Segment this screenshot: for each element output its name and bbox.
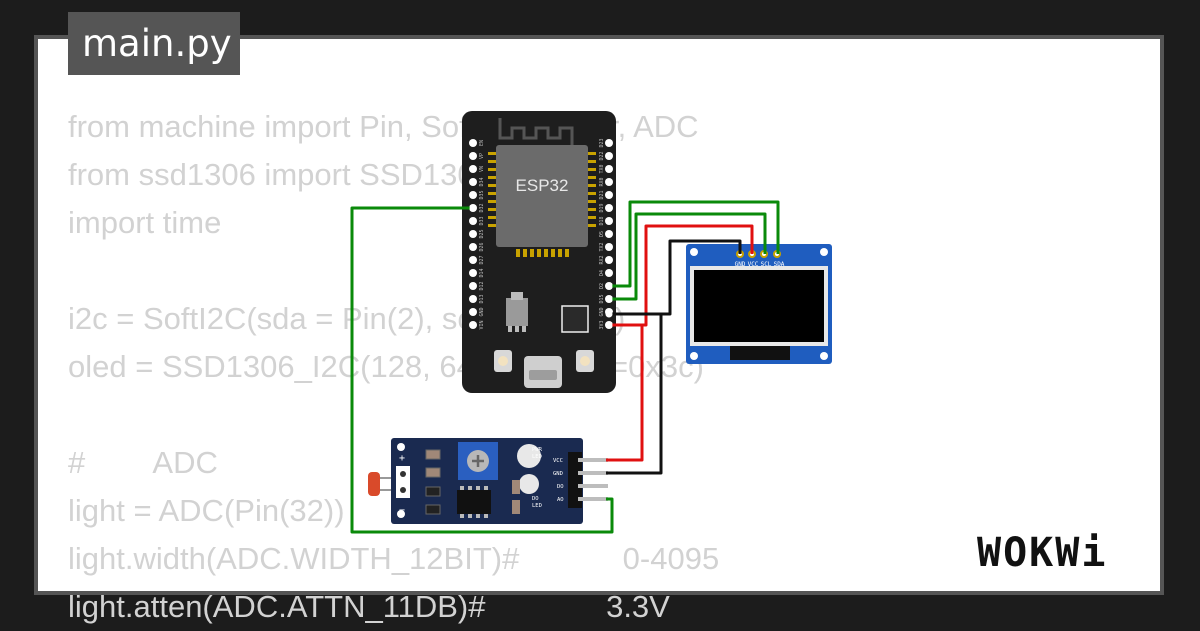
- esp32-pin-label: D4: [599, 270, 605, 276]
- esp32-pin-label: D33: [479, 216, 485, 225]
- wokwi-logo: WOKWi: [977, 530, 1107, 576]
- esp32-pin-label: D35: [479, 190, 485, 199]
- wire-3v3-vcc: [609, 224, 754, 327]
- pwr-led: [517, 444, 541, 468]
- esp32-pin-label: D19: [599, 203, 605, 212]
- esp32-pin-label: RX2: [599, 255, 605, 264]
- do-led-label-1: DO: [532, 496, 539, 502]
- esp32-pin-label: TX2: [599, 242, 605, 251]
- ldr-pin-ao: AO: [557, 497, 564, 503]
- esp32-pin-label: D12: [479, 281, 485, 290]
- esp32-pin-label: EN: [479, 140, 485, 146]
- oled-pin-vcc: VCC: [748, 261, 759, 268]
- wire-d15-scl: [609, 212, 767, 301]
- oled-pin-scl: SCL: [761, 261, 772, 268]
- esp32-pin-label: D26: [479, 242, 485, 251]
- esp32-pin-label: D23: [599, 138, 605, 147]
- esp32-pin-label: D14: [479, 268, 485, 277]
- esp32-pin-label: D15: [599, 294, 605, 303]
- esp32-pin-label: VN: [479, 166, 485, 172]
- esp32-pin-label: TX0: [599, 164, 605, 173]
- wire-ao-d32: [350, 206, 614, 534]
- esp32-pin-label: D22: [599, 151, 605, 160]
- oled-pin-sda: SDA: [774, 261, 785, 268]
- esp32-pin-label: VP: [479, 153, 485, 159]
- plus-label: +: [399, 453, 405, 464]
- minus-label: −: [399, 505, 405, 516]
- do-led: [519, 474, 539, 494]
- esp32-pin-label: D32: [479, 203, 485, 212]
- ldr-sensor-module[interactable]: + − PWR LED DO LED: [368, 438, 608, 524]
- esp32-pin-label: D34: [479, 177, 485, 186]
- esp32-pin-label: D21: [599, 190, 605, 199]
- esp32-pin-label: RX0: [599, 177, 605, 186]
- oled-display[interactable]: GND VCC SCL SDA: [686, 244, 832, 364]
- ldr-pin-do: DO: [557, 484, 564, 490]
- oled-pin-gnd: GND: [735, 261, 746, 268]
- ldr-pin-gnd: GND: [553, 471, 563, 477]
- esp32-module: [496, 145, 588, 247]
- esp32-board[interactable]: ESP32: [462, 111, 616, 393]
- esp32-pin-label: D27: [479, 255, 485, 264]
- esp32-pin-label: D5: [599, 231, 605, 237]
- do-led-label-2: LED: [532, 503, 542, 509]
- esp32-pin-label: 3V3: [599, 320, 605, 329]
- wokwi-logo-text: WOKWi: [977, 530, 1107, 576]
- esp32-chip-label: ESP32: [516, 176, 569, 195]
- photoresistor: [368, 472, 380, 496]
- esp32-pin-label: GND: [599, 307, 605, 316]
- pwr-led-label-2: LED: [532, 454, 542, 460]
- esp32-pin-label: D18: [599, 216, 605, 225]
- pwr-led-label-1: PWR: [532, 447, 543, 453]
- esp32-pin-label: D2: [599, 283, 605, 289]
- wire-d2-sda: [609, 200, 780, 288]
- file-tab-main-py[interactable]: main.py: [68, 12, 240, 75]
- wire-gnd-oledgnd: [609, 239, 742, 316]
- esp32-pin-label: GND: [479, 307, 485, 316]
- esp32-pin-label: VIN: [479, 320, 485, 329]
- esp32-pin-label: D25: [479, 229, 485, 238]
- oled-screen: [694, 270, 824, 342]
- esp32-pin-label: D13: [479, 294, 485, 303]
- wires: [350, 200, 780, 534]
- ldr-pin-vcc: VCC: [553, 458, 563, 464]
